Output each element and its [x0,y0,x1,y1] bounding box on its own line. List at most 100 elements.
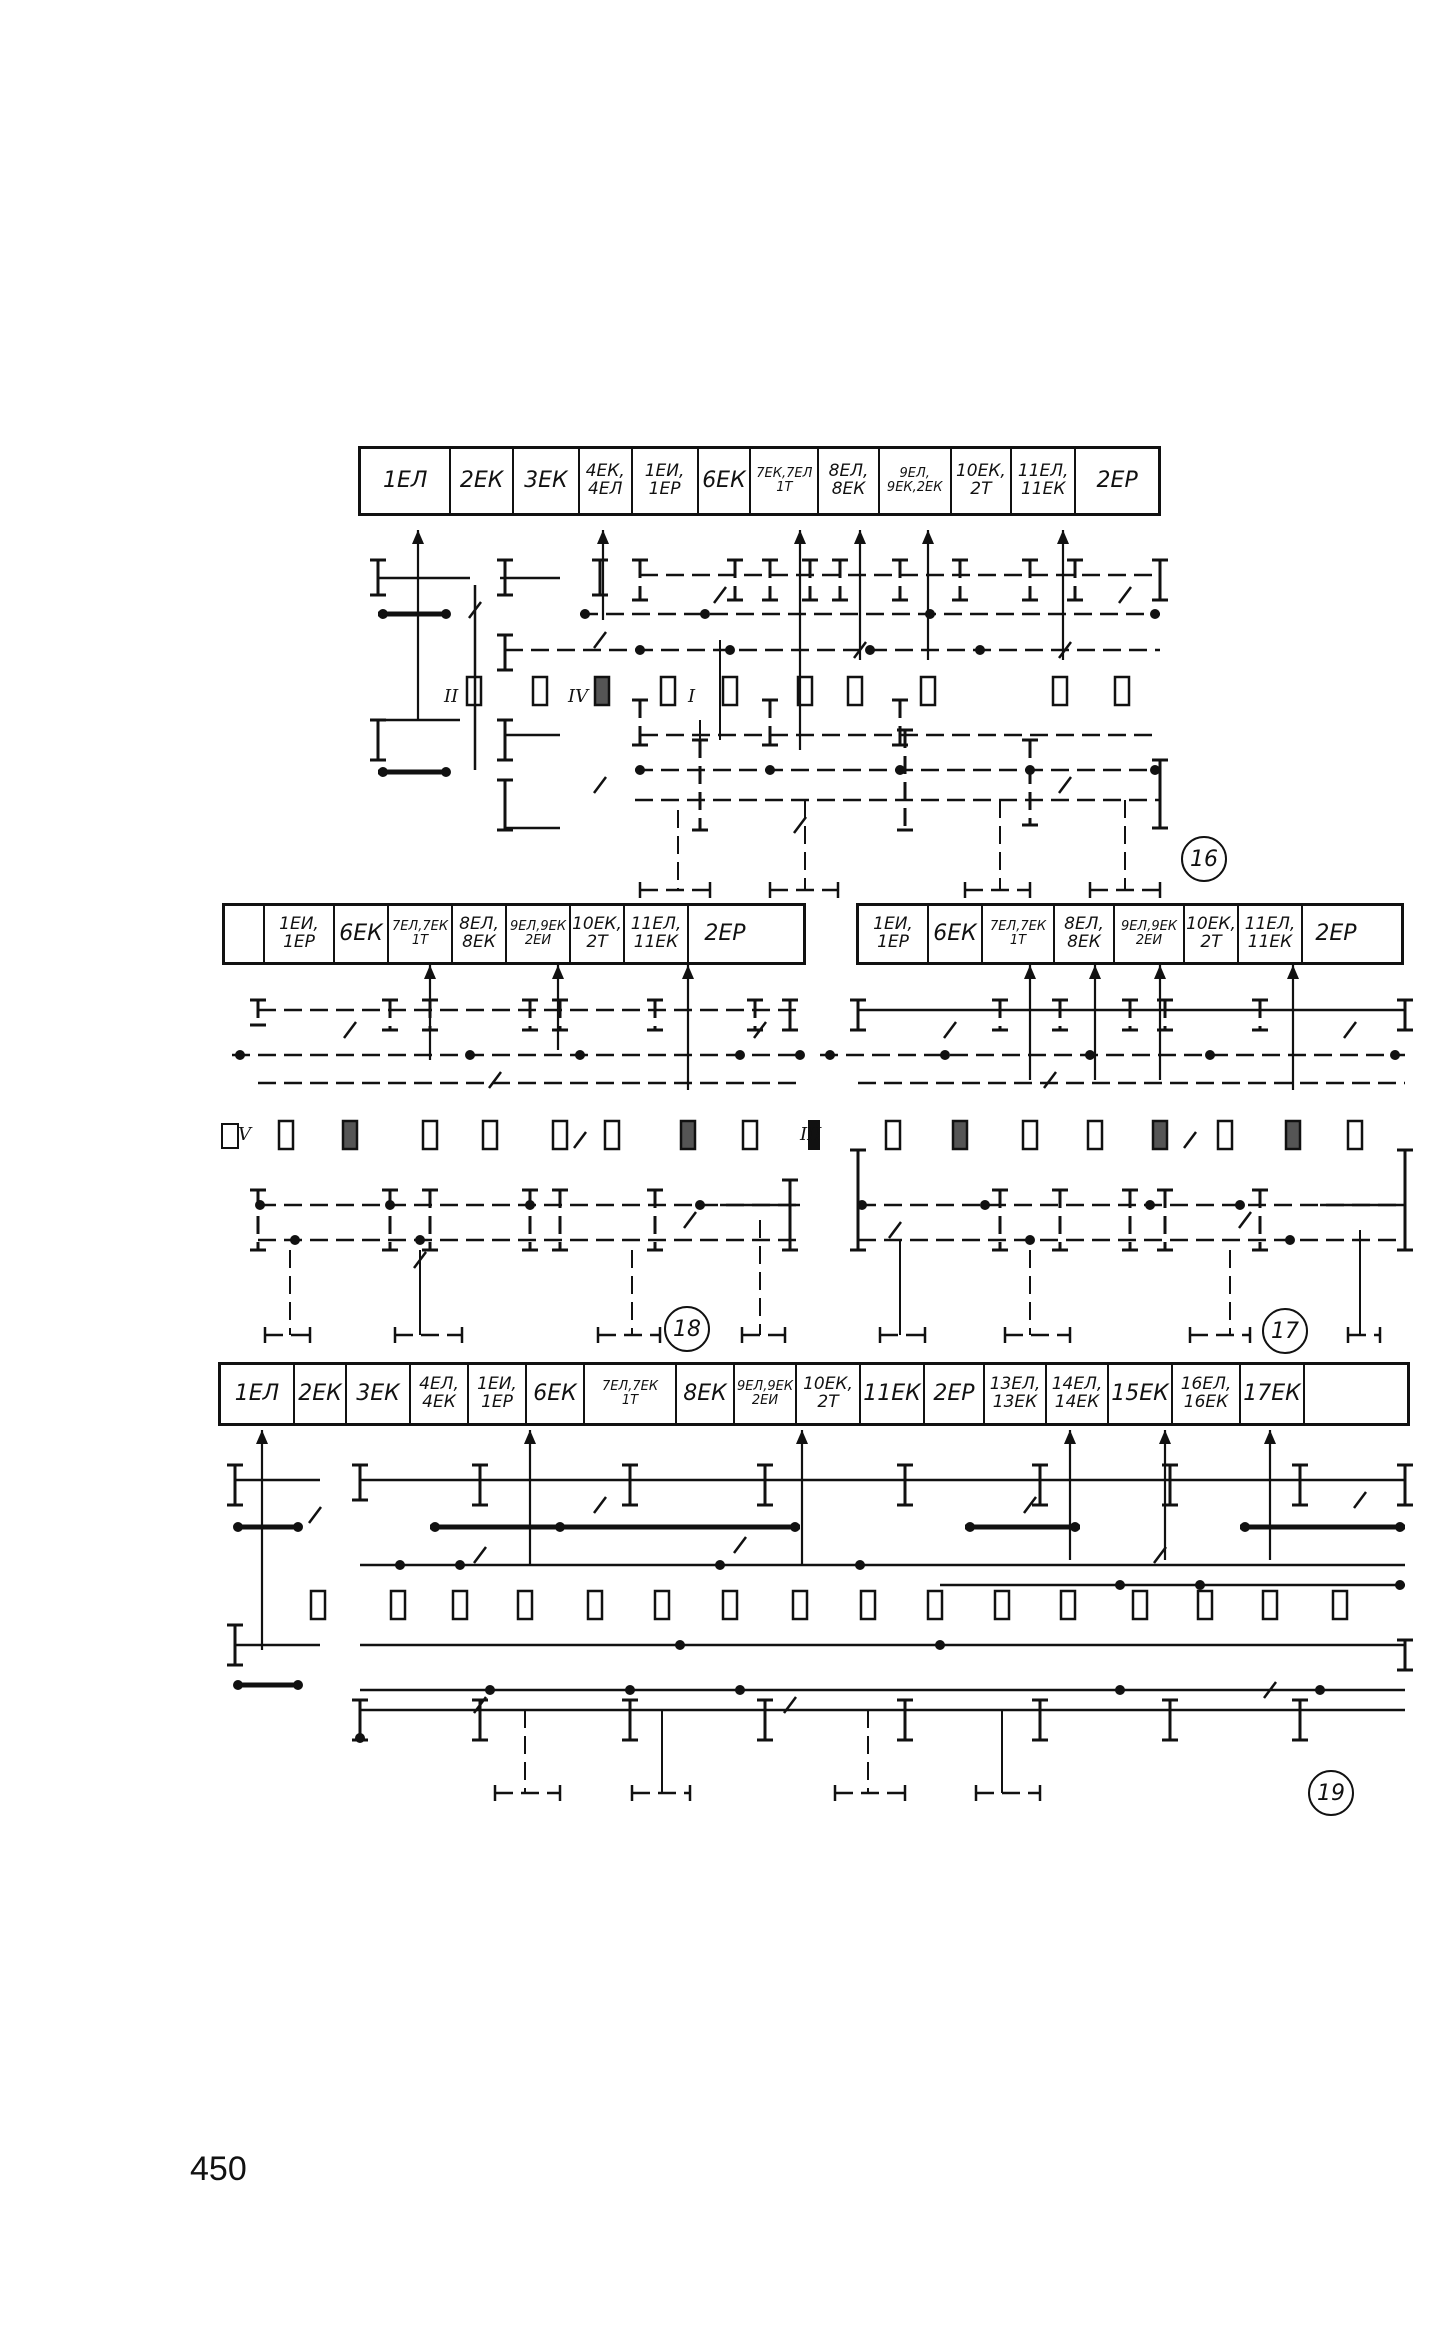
shaft-end-dot [675,1640,685,1650]
clutch-element [1021,1119,1039,1151]
clutch-element [926,1589,944,1621]
output-arrow-head [1064,1430,1076,1444]
shaft-end-dot [635,765,645,775]
shaft-end-dot [965,1522,975,1532]
key-mark [488,1071,502,1089]
diagram-number-19: 19 [1308,1770,1354,1816]
clutch-element [721,1589,739,1621]
output-arrow-head [1154,965,1166,979]
shaft-end-dot [465,1050,475,1060]
output-arrow-head [1057,530,1069,544]
key-mark [1118,586,1132,604]
clutch-element [1196,1589,1214,1621]
shaft-end-dot [735,1685,745,1695]
shaft-end-dot [430,1522,440,1532]
shaft-end-dot [715,1560,725,1570]
header-cell: 2ЕР [1074,449,1158,513]
header-cell: 13ЕЛ,13ЕК [983,1365,1045,1423]
header-cell: 8ЕЛ,8ЕК [817,449,877,513]
shaft-end-dot [293,1522,303,1532]
header-cell: 2ЕР [687,906,761,962]
clutch-element [791,1589,809,1621]
header-cell: 11ЕЛ,11ЕК [1010,449,1074,513]
header-cell: 8ЕК [675,1365,733,1423]
roman-label-iii: III [800,1124,822,1145]
shaft-end-dot [1235,1200,1245,1210]
clutch-element [1331,1589,1349,1621]
header-cell: 1ЕИ,1ЕР [630,449,697,513]
diagram-number-16: 16 [1181,836,1227,882]
output-arrow-head [597,530,609,544]
output-arrow-head [796,1430,808,1444]
header-cell: 1ЕИ,1ЕР [263,906,333,962]
clutch-element [679,1119,697,1151]
shaft-end-dot [725,645,735,655]
shaft-end-dot [925,609,935,619]
clutch-element [451,1589,469,1621]
shaft-end-dot [441,609,451,619]
shaft-end-dot [1285,1235,1295,1245]
shaft-end-dot [855,1560,865,1570]
header-cell: 11ЕЛ,11ЕК [623,906,687,962]
header-cell: 10ЕК,2Т [949,449,1010,513]
diagram-number-18: 18 [664,1306,710,1352]
key-mark [1263,1681,1277,1699]
shaft-end-dot [290,1235,300,1245]
shaft-end-dot [441,767,451,777]
clutch-element [1051,675,1069,707]
shaft-end-dot [790,1522,800,1532]
header-cell: 6ЕК [927,906,981,962]
shaft-end-dot [980,1200,990,1210]
header-cell: 6ЕК [333,906,387,962]
shaft-end-dot [1395,1580,1405,1590]
shaft-end-dot [580,609,590,619]
output-arrow-head [552,965,564,979]
key-mark [343,1021,357,1039]
clutch-element [1113,675,1131,707]
key-mark [1353,1491,1367,1509]
shaft-end-dot [1150,765,1160,775]
key-mark [793,816,807,834]
clutch-solid-marker [808,1120,820,1150]
shaft-end-dot [575,1050,585,1060]
header-cell: 16ЕЛ,16ЕК [1171,1365,1239,1423]
shaft-end-dot [765,765,775,775]
header-cell: 8ЕЛ,8ЕК [1053,906,1113,962]
key-mark [943,1021,957,1039]
clutch-element [1346,1119,1364,1151]
shaft-end-dot [378,609,388,619]
key-mark [683,1211,697,1229]
header-cell: 6ЕК [525,1365,583,1423]
clutch-element [309,1589,327,1621]
shaft-end-dot [293,1680,303,1690]
clutch-element [1086,1119,1104,1151]
shaft-end-dot [395,1560,405,1570]
clutch-element [659,675,677,707]
roman-label-v: V [238,1124,251,1145]
clutch-element [721,675,739,707]
clutch-element [341,1119,359,1151]
shaft-end-dot [895,765,905,775]
header-cell: 1ЕЛ [383,468,428,494]
header-cell: 11ЕЛ,11ЕК [1237,906,1301,962]
page-number: 450 [190,2150,247,2188]
header-cell: 3ЕК [511,449,578,513]
header-cell: 2ЕР [1301,906,1369,962]
output-arrow-head [854,530,866,544]
output-arrow-head [524,1430,536,1444]
output-arrow-head [1024,965,1036,979]
shaft-end-dot [455,1560,465,1570]
clutch-element [1059,1589,1077,1621]
clutch-element [389,1589,407,1621]
shaft-end-dot [735,1050,745,1060]
output-arrow-head [1159,1430,1171,1444]
shaft-end-dot [1195,1580,1205,1590]
shaft-end-dot [1145,1200,1155,1210]
key-mark [1153,1546,1167,1564]
header-cell: 4ЕЛ,4ЕК [409,1365,467,1423]
clutch-element [586,1589,604,1621]
